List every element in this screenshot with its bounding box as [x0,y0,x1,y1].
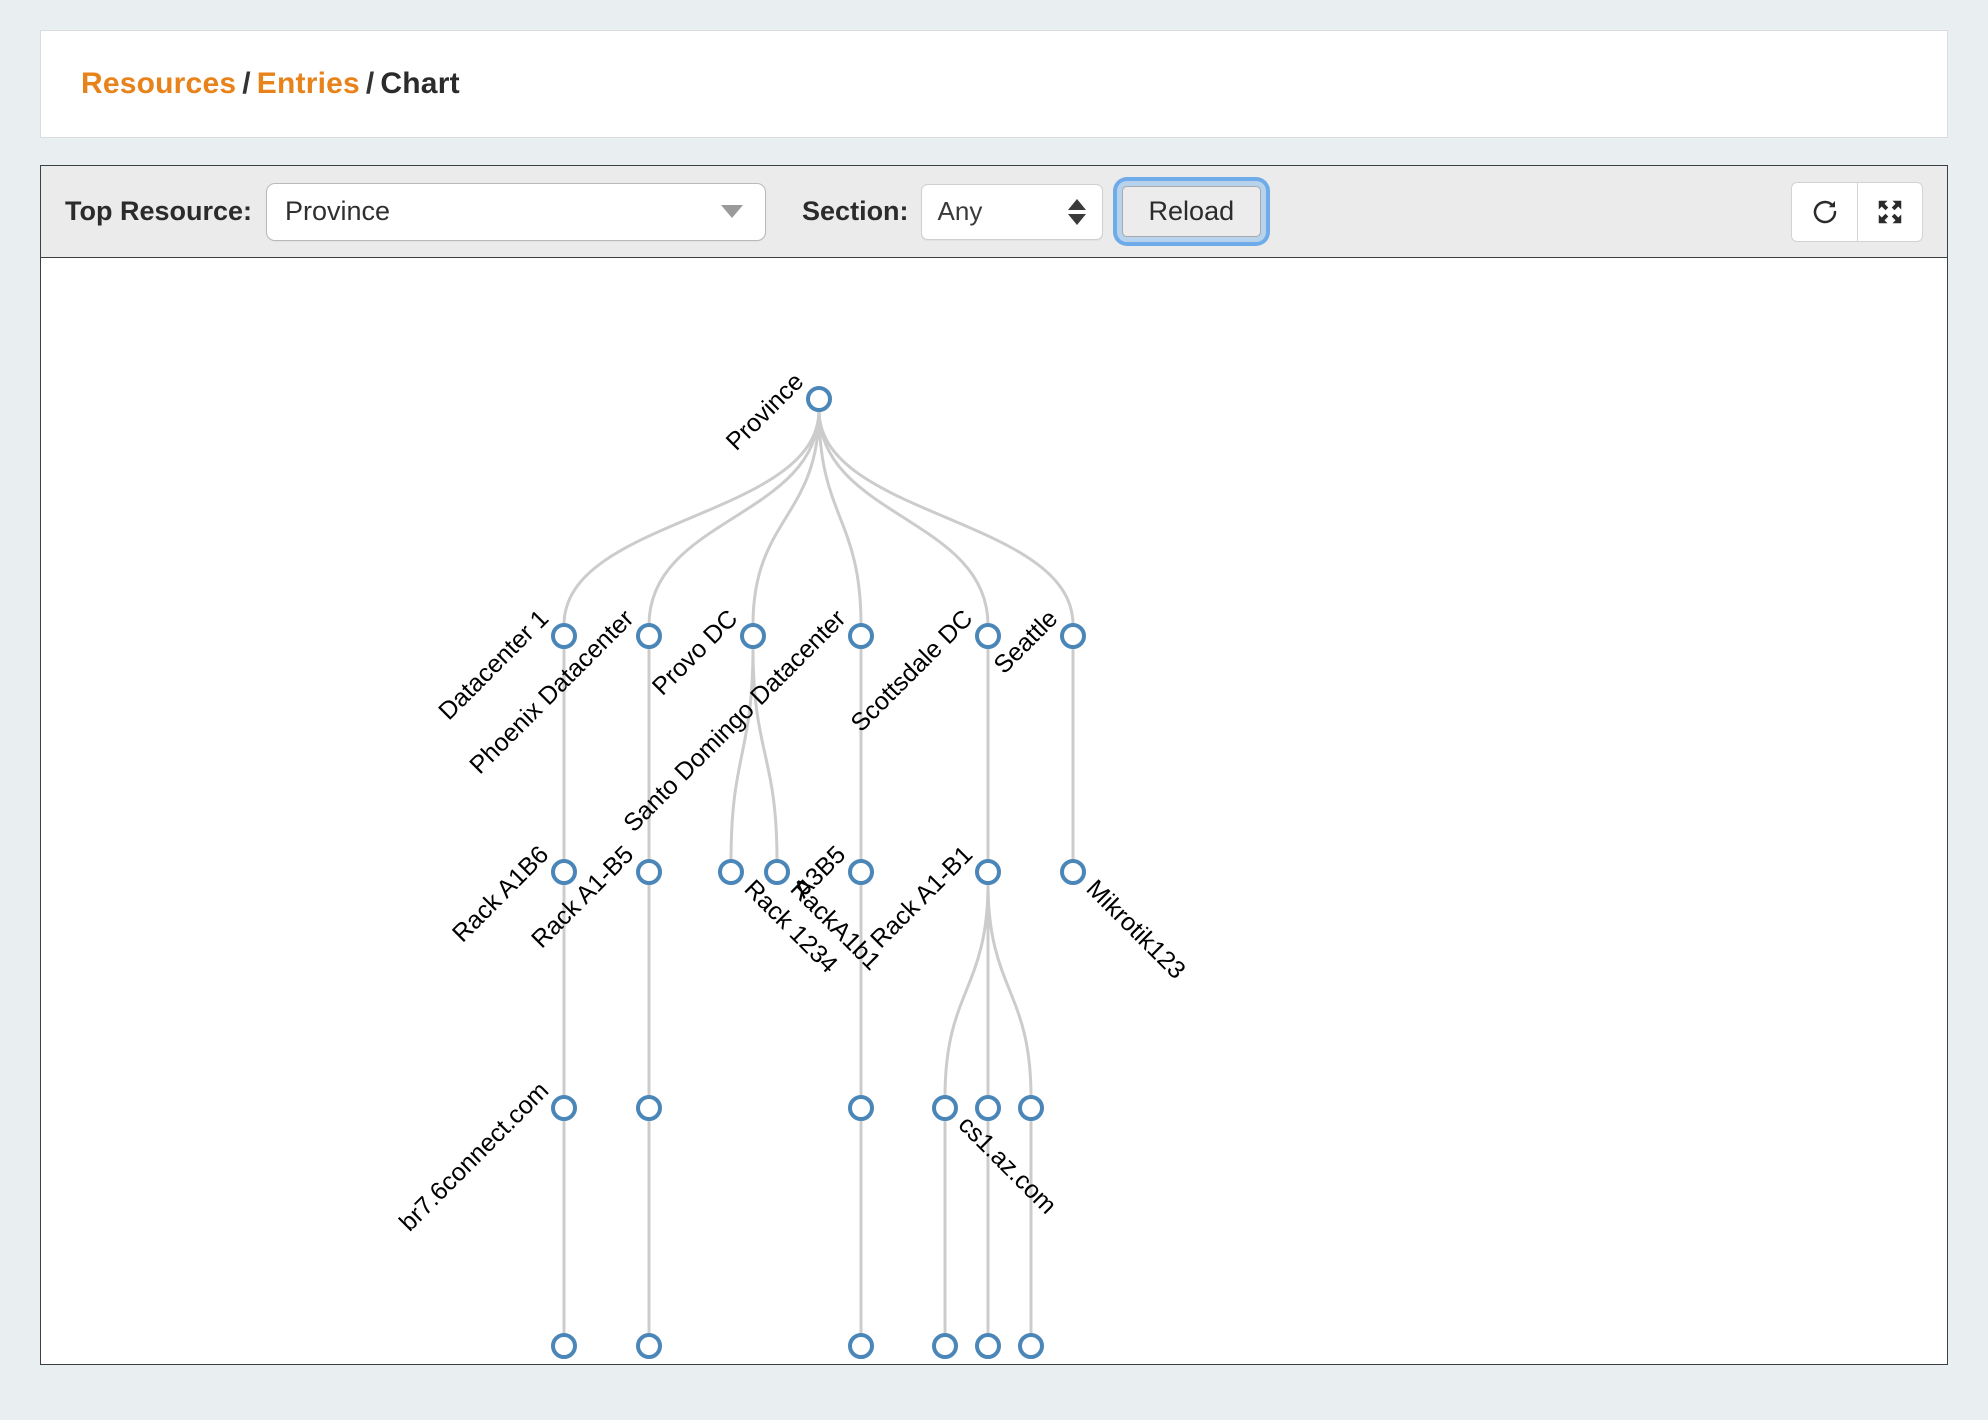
tree-node[interactable] [636,623,662,649]
tree-node[interactable] [848,623,874,649]
tree-node-group[interactable] [1018,1095,1044,1121]
tree-node[interactable] [740,623,766,649]
tree-link [647,409,821,626]
chart-toolbar: Top Resource: Province Section: Any Relo… [41,166,1947,258]
tree-node[interactable] [718,859,744,885]
tree-link [729,646,755,862]
tree-node[interactable] [636,1333,662,1359]
fullscreen-icon [1878,200,1902,223]
tree-node[interactable] [551,859,577,885]
tree-node[interactable] [636,1095,662,1121]
tree-node-label: Seattle [988,604,1063,679]
section-value: Any [937,196,983,226]
tree-node[interactable] [1018,1095,1044,1121]
tree-node-group[interactable]: Scottsdale DC [845,604,1001,737]
tree-node-group[interactable] [636,1095,662,1121]
reload-button[interactable]: Reload [1121,186,1262,237]
tree-node[interactable] [806,386,832,412]
tree-node[interactable] [848,859,874,885]
chart-card: Top Resource: Province Section: Any Relo… [40,165,1948,1365]
tree-node-group[interactable]: Provo DC [647,604,766,701]
tree-node[interactable] [848,1333,874,1359]
tree-node-group[interactable]: Seattle [988,604,1086,679]
tree-node[interactable] [551,1095,577,1121]
refresh-button[interactable] [1791,181,1857,242]
tree-node[interactable] [1060,623,1086,649]
toolbar-icon-group [1791,181,1923,242]
tree-link [817,409,863,626]
breadcrumb-link-resources[interactable]: Resources [81,67,237,100]
tree-node[interactable] [764,859,790,885]
tree-node[interactable] [551,1333,577,1359]
tree-link [943,882,990,1098]
tree-node[interactable] [1018,1333,1044,1359]
tree-link [817,409,990,626]
tree-links [562,409,1075,1335]
tree-link [751,646,779,862]
tree-node[interactable] [551,623,577,649]
fullscreen-button[interactable] [1857,181,1923,242]
breadcrumb-separator-2: / [365,67,375,100]
tree-link [817,409,1075,626]
top-resource-select[interactable]: Province [266,182,767,241]
top-resource-value: Province [285,196,391,226]
tree-link [986,882,1033,1098]
section-label: Section: [802,196,909,226]
tree-node-group[interactable]: A3B5 [788,840,874,903]
tree-node-group[interactable]: Mikrotik123 [1060,859,1191,985]
tree-node[interactable] [975,1333,1001,1359]
breadcrumb-panel: Resources/Entries/Chart [40,30,1948,138]
tree-node-group[interactable] [975,1095,1001,1121]
updown-stepper-icon [1067,198,1086,225]
tree-node-label: Mikrotik123 [1081,874,1191,984]
tree-node-group[interactable]: Rack A1-B1 [865,840,1001,954]
breadcrumb-link-entries[interactable]: Entries [256,67,360,100]
section-select[interactable]: Any [920,183,1103,240]
tree-node-label: Provo DC [647,604,743,700]
tree-node-label: br7.6connect.com [394,1076,554,1236]
tree-link [751,409,821,626]
tree-node-label: cs1.az.com [953,1110,1062,1219]
chevron-down-icon [721,205,744,218]
tree-node[interactable] [932,1095,958,1121]
tree-node[interactable] [848,1095,874,1121]
refresh-icon [1813,200,1836,223]
tree-node[interactable] [975,1095,1001,1121]
tree-node[interactable] [1060,859,1086,885]
tree-link [562,409,821,626]
tree-node[interactable] [932,1333,958,1359]
tree-node-group[interactable]: br7.6connect.com [394,1076,577,1237]
tree-node-label: Phoenix Datacenter [464,604,639,779]
tree-node-group[interactable] [848,1095,874,1121]
tree-node-label: Province [721,367,810,456]
breadcrumb: Resources/Entries/Chart [41,67,460,101]
tree-node[interactable] [975,623,1001,649]
top-resource-label: Top Resource: [65,196,253,226]
breadcrumb-separator-1: / [242,67,251,100]
tree-node[interactable] [636,859,662,885]
tree-node-label: Rack A1-B1 [865,840,978,953]
reload-button-focus-ring: Reload [1116,181,1267,242]
breadcrumb-current-chart: Chart [380,67,460,100]
tree-node[interactable] [975,859,1001,885]
